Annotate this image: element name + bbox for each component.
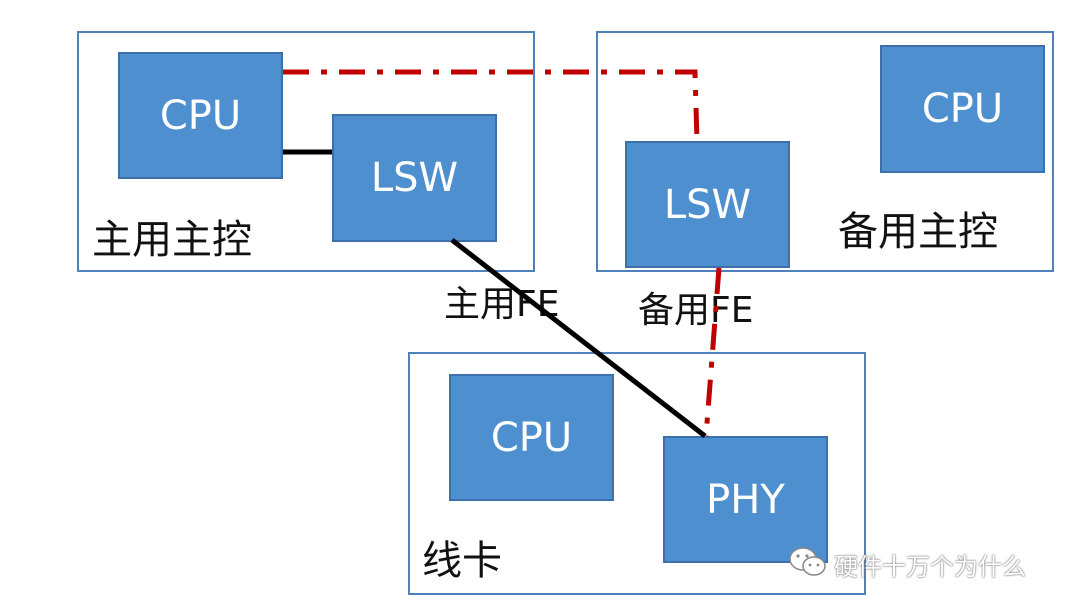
standby-fe-label: 备用FE — [638, 290, 754, 331]
standby-board-label: 备用主控 — [838, 209, 998, 255]
standby-lsw-block: LSW — [625, 141, 790, 268]
standby-control-link — [283, 69, 700, 142]
primary-board-label: 主用主控 — [92, 217, 252, 263]
phy-block: PHY — [663, 436, 828, 563]
primary-fe-label: 主用FE — [444, 284, 560, 325]
primary-cpu-block: CPU — [118, 52, 283, 179]
line-card-label: 线卡 — [422, 538, 502, 584]
primary-lsw-block: LSW — [332, 114, 497, 242]
line-card-cpu-block: CPU — [449, 374, 614, 501]
primary-fe-link — [450, 238, 707, 438]
wechat-icon — [788, 546, 828, 582]
standby-cpu-block: CPU — [880, 45, 1045, 173]
watermark: 硬件十万个为什么 — [788, 546, 1026, 582]
standby-fe-link — [703, 267, 722, 437]
watermark-text: 硬件十万个为什么 — [834, 552, 1026, 581]
